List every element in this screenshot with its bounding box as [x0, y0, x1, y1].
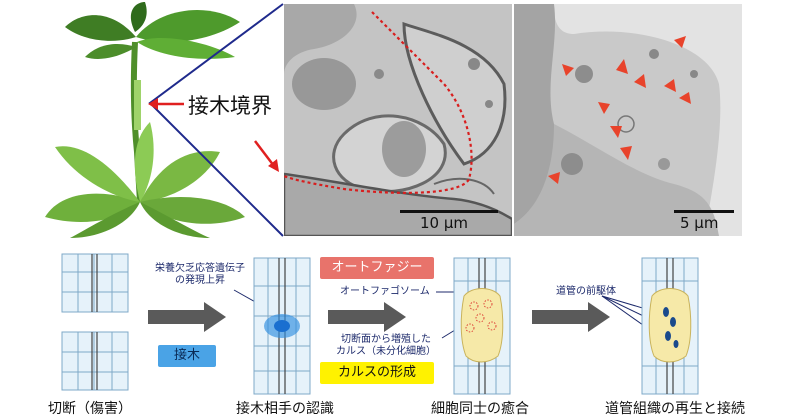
- stage-cut-diagram: [61, 253, 129, 391]
- process-arrow-3: [532, 302, 610, 332]
- scale-label-left: 10 µm: [420, 214, 469, 232]
- stage-recognition-diagram: [253, 257, 311, 395]
- stage-label-fusion: 細胞同士の癒合: [431, 401, 529, 417]
- autophagosome-callout: オートファゴソーム: [340, 286, 430, 297]
- callus-badge: カルスの形成: [320, 362, 434, 384]
- stage-label-cut: 切断（傷害）: [48, 401, 132, 417]
- zoom-connector: [148, 3, 284, 237]
- callus-callout: 切断面から増殖した カルス（未分化細胞）: [336, 334, 436, 357]
- scale-bar-right: [674, 210, 734, 213]
- vessel-precursor-callout: 道管の前駆体: [556, 286, 616, 297]
- stage-label-recognition: 接木相手の認識: [236, 401, 334, 417]
- process-arrow-2: [328, 302, 406, 332]
- graft-boundary-label: 接木境界: [188, 94, 272, 118]
- stage-label-vessel: 道管組織の再生と接続: [605, 401, 745, 417]
- process-arrow-1: [148, 302, 226, 332]
- graft-badge: 接木: [158, 345, 216, 367]
- em-image-left: 10 µm: [284, 4, 512, 236]
- graft-diagonal-arrow: [254, 140, 279, 172]
- scale-label-right: 5 µm: [680, 214, 719, 232]
- graft-label-arrow: [148, 98, 184, 110]
- gene-expression-callout: 栄養欠乏応答遺伝子 の発現上昇: [155, 263, 245, 286]
- stage-fusion-diagram: [453, 257, 511, 395]
- stage-vessel-diagram: [641, 257, 699, 395]
- scale-bar-left: [400, 210, 498, 213]
- plant-illustration: [45, 2, 245, 238]
- em-image-right: 5 µm: [514, 4, 742, 236]
- autophagy-badge: オートファジー: [320, 257, 434, 279]
